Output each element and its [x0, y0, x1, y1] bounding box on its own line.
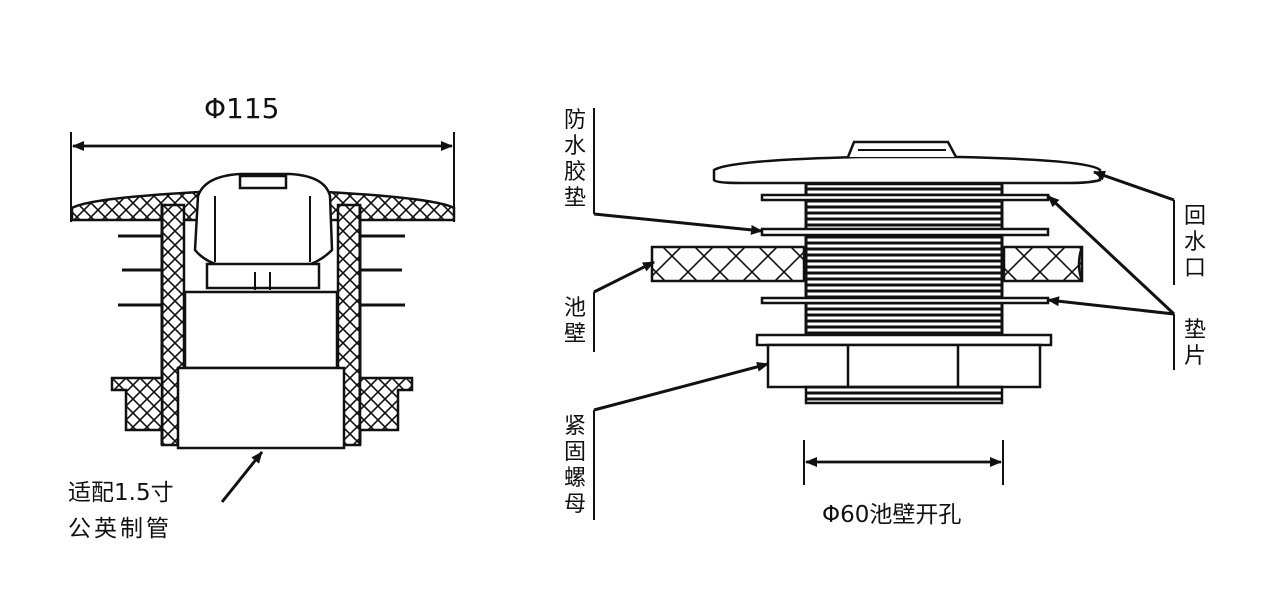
outlet-label: 回水口	[1183, 204, 1206, 281]
pool-wall-left	[650, 245, 806, 283]
cap-foot	[205, 262, 321, 290]
gasket-label: 防水胶垫	[563, 108, 586, 211]
washer-leader-bottom	[1047, 296, 1175, 316]
pool-wall-right	[1002, 245, 1084, 283]
threaded-shaft	[804, 182, 1004, 336]
washers-left	[118, 234, 162, 307]
washers-right	[360, 234, 405, 307]
nut-body	[766, 343, 1042, 389]
pipe-lower	[176, 366, 346, 450]
nut-flange	[755, 333, 1053, 347]
rubber-gasket	[760, 227, 1050, 237]
pipe-leader	[220, 451, 264, 503]
nut-thread-tail	[804, 385, 1004, 405]
nut-leader	[593, 361, 769, 412]
washer-label: 垫片	[1183, 318, 1206, 369]
pipe-label-line1: 适配1.5寸	[68, 480, 174, 506]
washer-leader-top	[1046, 194, 1176, 316]
top-washer	[760, 193, 1050, 202]
outlet-cap	[712, 155, 1102, 185]
right-assembly-view	[593, 108, 1176, 520]
cap-slot	[238, 174, 288, 190]
left-section-view	[70, 132, 456, 503]
outlet-leader	[1093, 170, 1175, 202]
nut-section-left	[110, 376, 164, 432]
hole-label: Φ60池壁开孔	[822, 502, 962, 528]
cap-dome	[193, 172, 334, 268]
pipe-upper	[183, 290, 339, 370]
nut-label: 紧固螺母	[563, 414, 586, 517]
pipe-label-line2: 公英制管	[68, 516, 172, 542]
diameter-label: Φ115	[204, 92, 280, 125]
lower-washer	[760, 296, 1050, 305]
wall-label: 池壁	[563, 296, 586, 347]
wall-leader	[593, 260, 655, 294]
nut-section-right	[358, 376, 414, 432]
gasket-leader	[593, 212, 763, 235]
hole-dimension-line	[803, 440, 1004, 485]
